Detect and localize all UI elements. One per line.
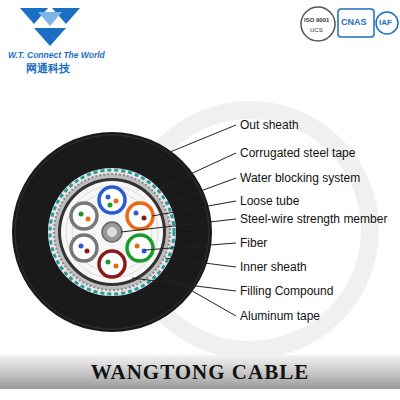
title-band: WANGTONG CABLE: [0, 355, 400, 389]
badge-text: IAF: [379, 18, 392, 28]
part-label: Water blocking system: [240, 171, 360, 185]
part-label: Aluminum tape: [240, 309, 320, 323]
part-label: Out sheath: [240, 118, 299, 132]
band-title: WANGTONG CABLE: [91, 360, 309, 385]
part-label: Inner sheath: [240, 260, 307, 274]
part-label: Corrugated steel tape: [240, 146, 355, 160]
part-label: Loose tube: [240, 194, 299, 208]
logo-chinese-name: 网通科技: [26, 62, 70, 75]
part-label: Filling Compound: [240, 284, 333, 298]
cable-cross-section: [12, 132, 212, 332]
company-logo: [20, 8, 80, 46]
certification-badges: [301, 7, 398, 41]
badge-text: CNAS: [341, 17, 367, 28]
part-label: Fiber: [240, 236, 267, 250]
badge-text: ISO 9001: [304, 16, 329, 24]
leader-lines: [121, 125, 236, 316]
part-label: Steel-wire strength member: [240, 212, 387, 226]
logo-slogan: W.T. Connect The World: [8, 50, 105, 61]
badge-text: UCS: [310, 26, 323, 34]
fibers: [79, 195, 147, 269]
